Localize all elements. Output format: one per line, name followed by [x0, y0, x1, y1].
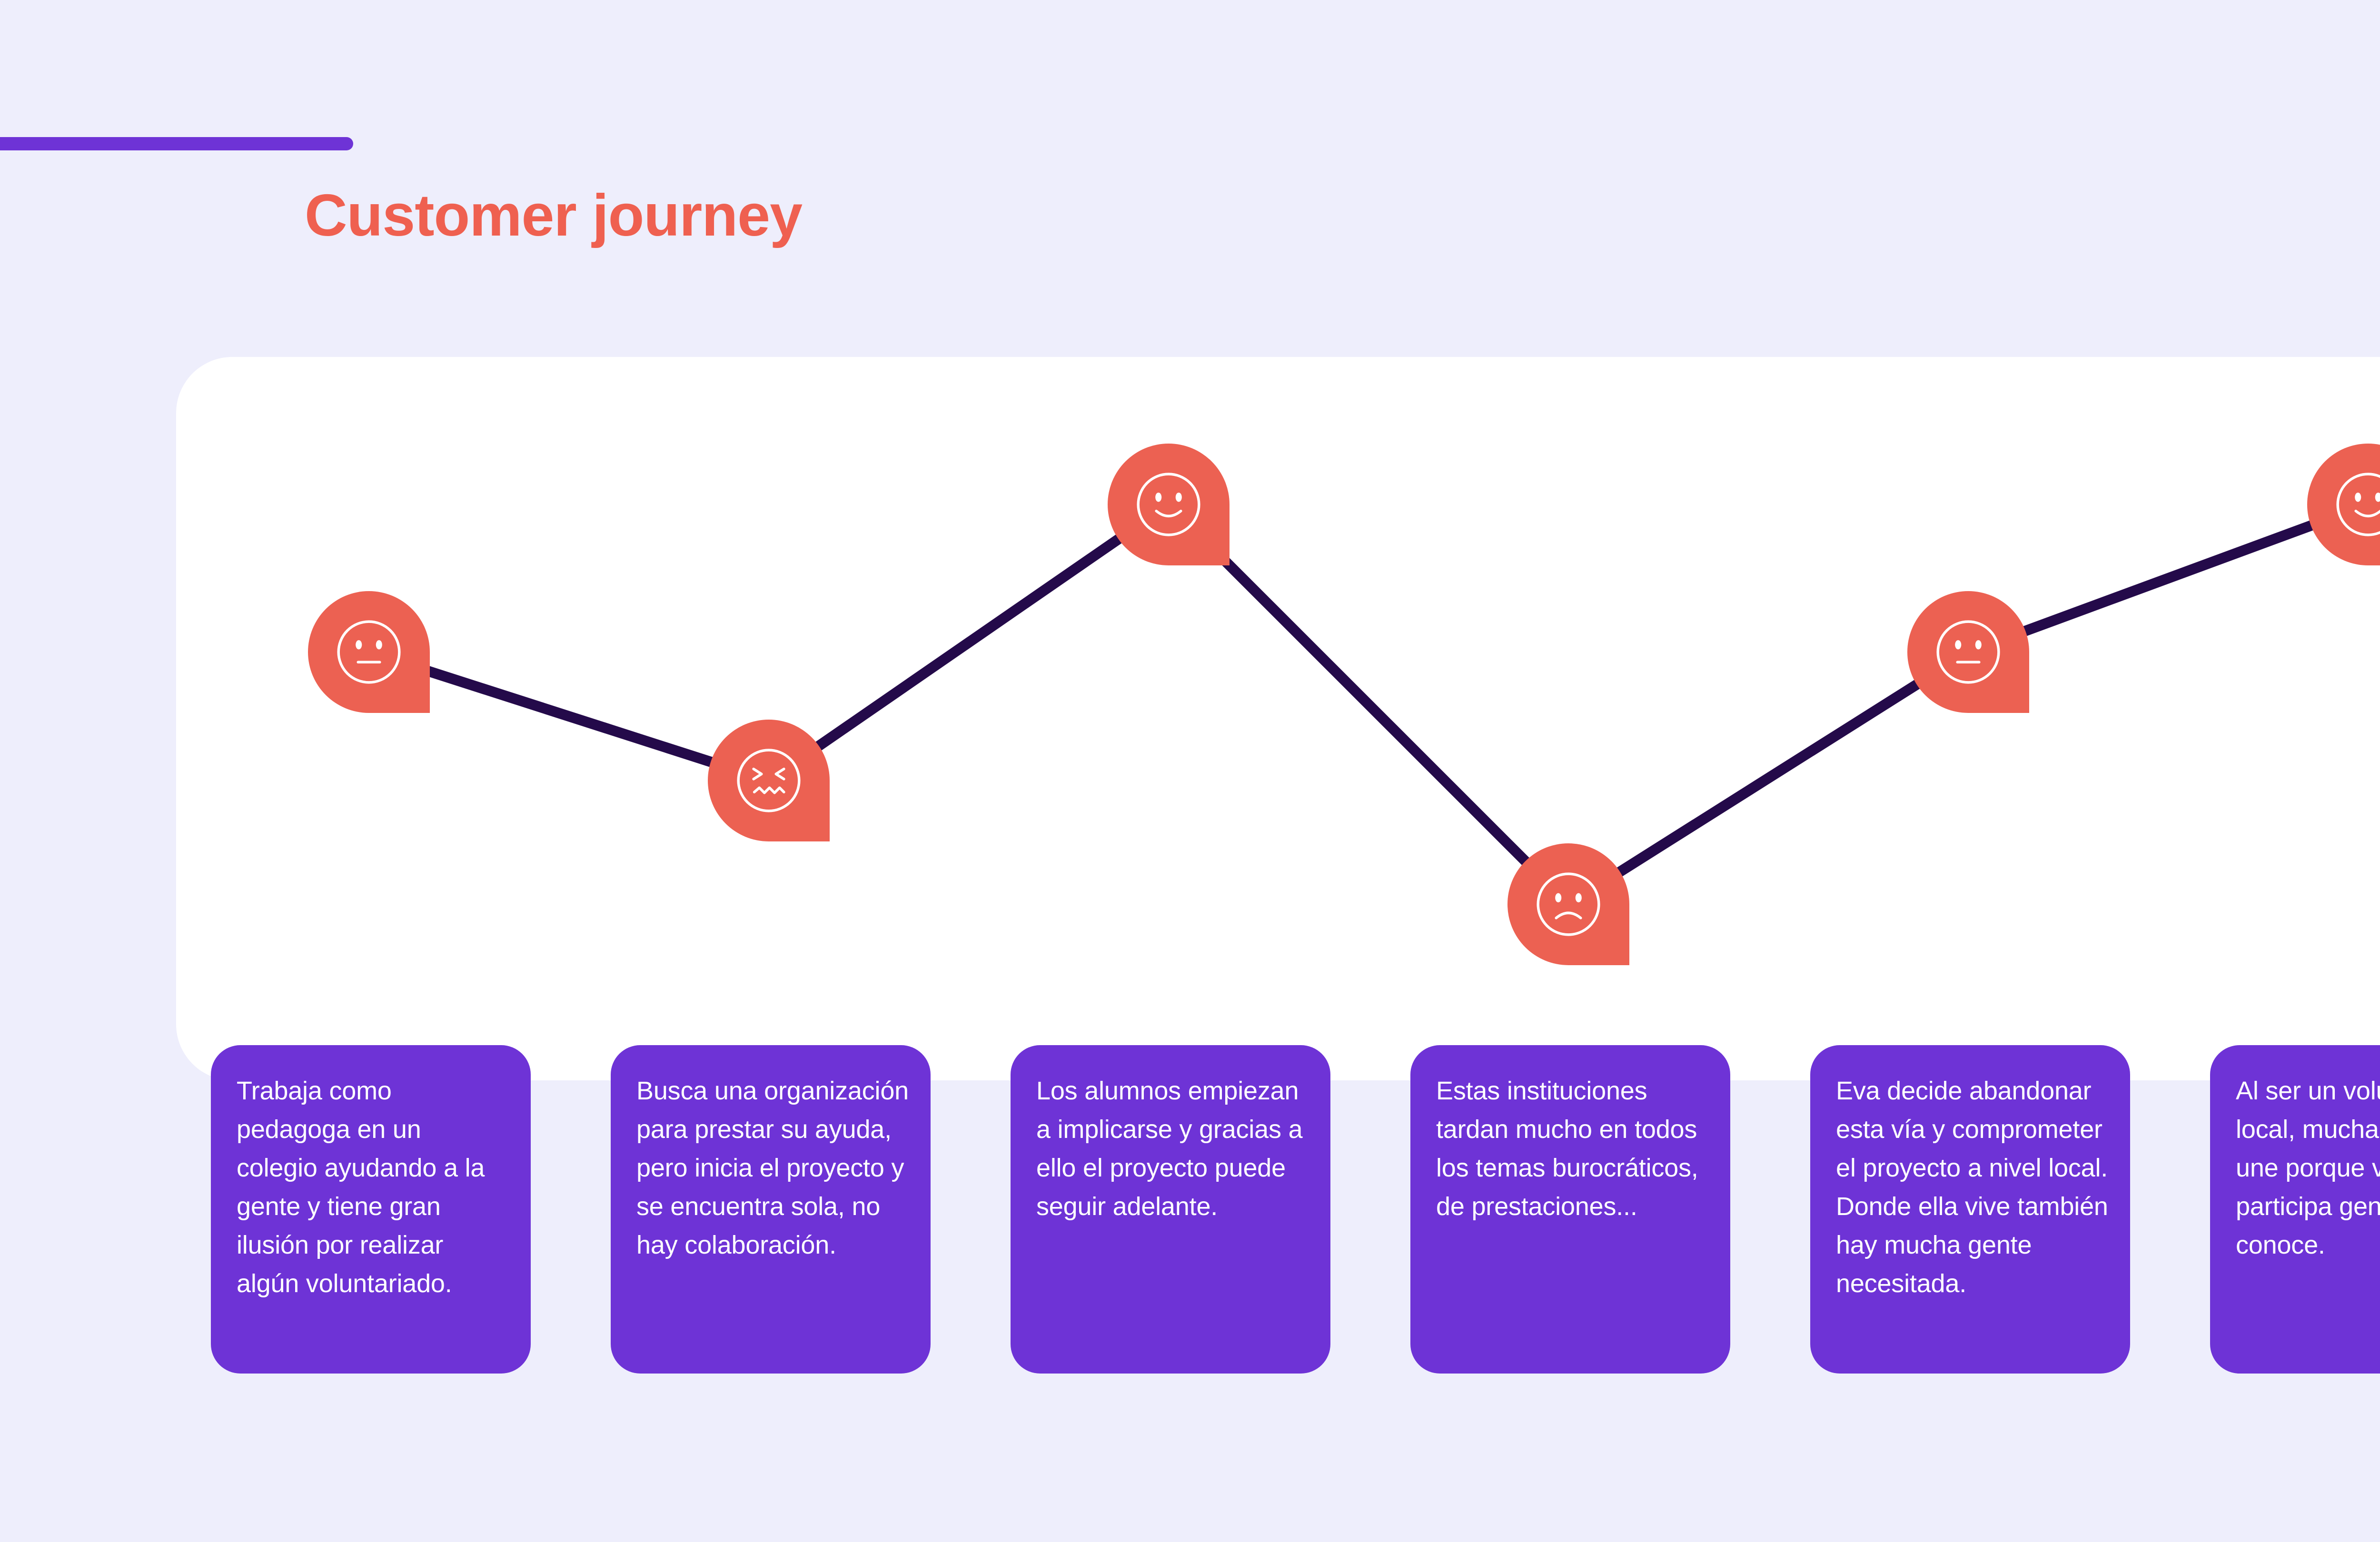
journey-pin-4[interactable]	[1507, 843, 1629, 965]
journey-pin-2[interactable]	[708, 720, 830, 841]
accent-bar	[0, 137, 353, 150]
confounded-face-icon	[733, 744, 805, 817]
sad-face-icon	[1532, 868, 1605, 940]
step-card-text: Trabaja como pedagoga en un colegio ayud…	[237, 1077, 485, 1298]
step-card-text: Eva decide abandonar esta vía y comprome…	[1836, 1077, 2108, 1298]
step-card-3[interactable]: Los alumnos empiezan a implicarse y grac…	[1011, 1045, 1330, 1374]
page-title: Customer journey	[305, 183, 803, 248]
step-card-text: Estas instituciones tardan mucho en todo…	[1436, 1077, 1698, 1221]
step-card-text: Busca una organización para prestar su a…	[636, 1077, 909, 1259]
step-card-4[interactable]: Estas instituciones tardan mucho en todo…	[1410, 1045, 1730, 1374]
journey-pin-3[interactable]	[1108, 444, 1230, 565]
neutral-face-icon	[1932, 616, 2004, 688]
step-card-1[interactable]: Trabaja como pedagoga en un colegio ayud…	[211, 1045, 531, 1374]
step-card-5[interactable]: Eva decide abandonar esta vía y comprome…	[1810, 1045, 2130, 1374]
journey-pin-1[interactable]	[308, 591, 430, 713]
journey-pin-5[interactable]	[1907, 591, 2029, 713]
step-card-6[interactable]: Al ser un voluntariado local, mucha gent…	[2210, 1045, 2380, 1374]
step-card-text: Al ser un voluntariado local, mucha gent…	[2236, 1077, 2380, 1259]
step-card-text: Los alumnos empiezan a implicarse y grac…	[1036, 1077, 1303, 1221]
step-card-2[interactable]: Busca una organización para prestar su a…	[611, 1045, 931, 1374]
neutral-face-icon	[333, 616, 405, 688]
smiling-face-icon	[1132, 468, 1205, 541]
smiling-face-icon	[2332, 468, 2380, 541]
